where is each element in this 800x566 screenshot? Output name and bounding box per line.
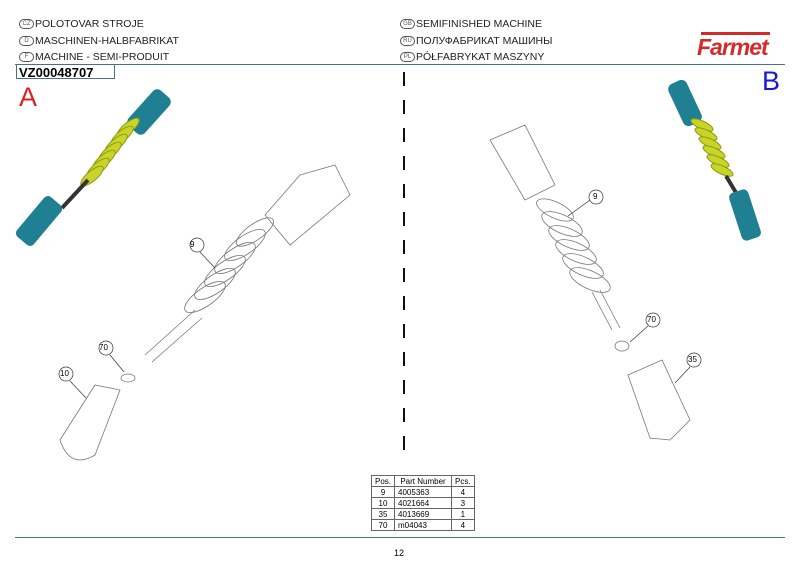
callout-a-10-label: 10 <box>60 369 69 378</box>
callout-a-9 <box>189 237 216 269</box>
footer-divider <box>15 537 785 538</box>
callout-b-70 <box>629 312 661 343</box>
assembly-code: VZ00048707 <box>16 64 115 80</box>
page-number: 12 <box>394 548 405 558</box>
callout-b-9 <box>567 189 604 217</box>
callout-b-9-label: 9 <box>593 192 598 201</box>
header-divider <box>15 64 785 65</box>
callout-a-10 <box>58 366 87 399</box>
callout-a-70-label: 70 <box>99 343 108 352</box>
callout-b-35-label: 35 <box>688 355 697 364</box>
farmet-logo: Farmet <box>697 32 770 60</box>
view-label-b: B <box>762 66 781 96</box>
shock-absorber-a-render <box>15 89 171 246</box>
callout-a-70 <box>98 340 125 373</box>
callout-a-9-label: 9 <box>190 240 195 249</box>
shock-absorber-b-render <box>668 79 761 241</box>
shock-absorber-b-drawing <box>489 124 691 441</box>
view-label-a: A <box>19 82 38 112</box>
callout-b-35 <box>674 352 702 384</box>
shock-absorber-a-drawing <box>59 164 351 461</box>
callout-b-70-label: 70 <box>647 315 656 324</box>
